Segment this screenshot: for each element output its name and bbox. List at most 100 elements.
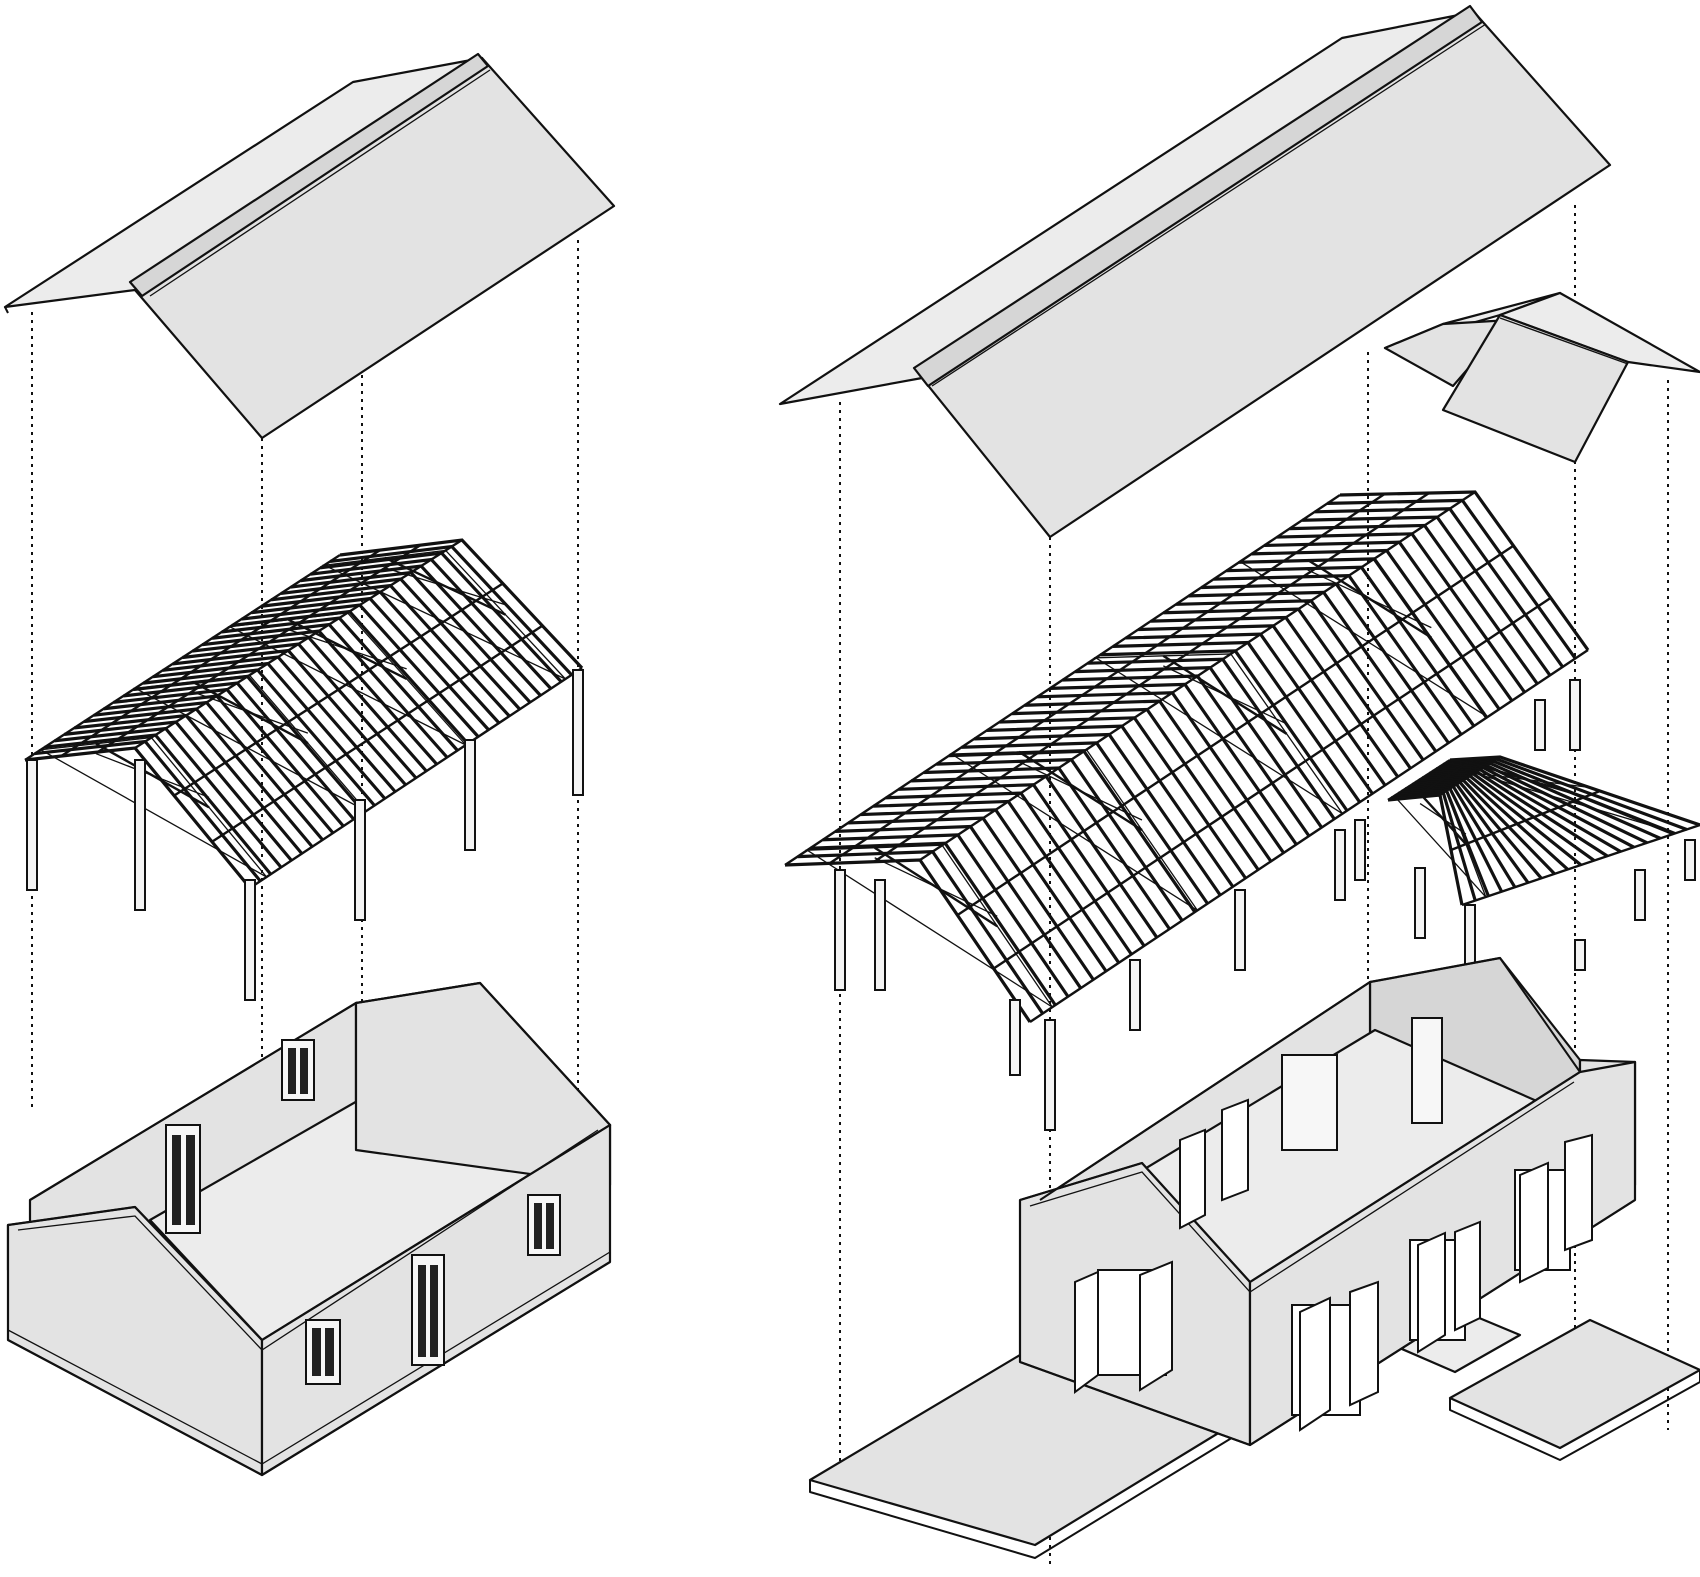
left-wall-inner-edge xyxy=(17,1129,599,1351)
door-leaf xyxy=(1564,1133,1593,1252)
post xyxy=(244,879,256,1001)
window-pane xyxy=(186,1135,195,1225)
left-wall-shell xyxy=(6,981,612,1477)
right-main-roof xyxy=(778,4,1612,539)
window-pane xyxy=(418,1265,426,1357)
left-window xyxy=(305,1319,341,1385)
ridge-beam xyxy=(919,490,1476,862)
post xyxy=(1574,939,1586,971)
truss-brace xyxy=(288,629,407,670)
left-roof-ridge-cap xyxy=(128,52,490,298)
ridge-line xyxy=(149,69,491,297)
left-window xyxy=(411,1254,445,1366)
post xyxy=(572,669,584,796)
eave-beam xyxy=(24,553,341,762)
truss-brace xyxy=(1307,569,1432,629)
post xyxy=(1044,1019,1056,1131)
purlin xyxy=(993,596,1552,970)
right-door xyxy=(1409,1220,1481,1354)
window-pane xyxy=(288,1048,296,1094)
left-window xyxy=(165,1124,201,1234)
purlin xyxy=(173,582,504,797)
truss xyxy=(1237,557,1489,718)
truss-brace xyxy=(1419,803,1467,835)
window-pane xyxy=(534,1203,542,1249)
truss xyxy=(949,748,1198,911)
door-leaf xyxy=(1454,1220,1481,1332)
eave-edge xyxy=(4,306,9,314)
window-pane xyxy=(172,1135,181,1225)
left-roof xyxy=(3,52,616,440)
right-wall-inner-edge xyxy=(1029,1081,1575,1293)
post xyxy=(1569,679,1581,751)
left-assembly xyxy=(3,52,616,1477)
post xyxy=(1684,839,1696,881)
post xyxy=(1354,819,1366,881)
door-leaf xyxy=(1139,1260,1173,1392)
purlin xyxy=(60,549,381,758)
door-leaf xyxy=(1349,1280,1379,1407)
post xyxy=(354,799,366,921)
left-wall-top-edge xyxy=(7,982,611,1341)
door-leaf xyxy=(1074,1270,1099,1394)
truss-brace xyxy=(874,857,998,917)
post xyxy=(1334,829,1346,901)
right-back-wall-opening xyxy=(1281,1054,1338,1151)
door-leaf xyxy=(1179,1128,1206,1230)
right-walls xyxy=(1018,956,1637,1447)
eave-beam xyxy=(1461,823,1700,907)
window-pane xyxy=(300,1048,308,1094)
ridge-line xyxy=(931,23,1487,387)
window-frame xyxy=(305,1319,341,1385)
purlin xyxy=(956,544,1515,917)
post xyxy=(1464,904,1476,966)
eave-beam xyxy=(249,666,583,890)
post xyxy=(26,759,38,891)
annex-roof-right-front xyxy=(1441,313,1630,464)
post xyxy=(1534,699,1546,751)
left-window xyxy=(527,1194,561,1256)
truss-brace xyxy=(1163,665,1287,725)
left-plinth-line xyxy=(7,1251,611,1465)
post xyxy=(134,759,146,911)
right-roof-ridge-cap xyxy=(912,4,1484,388)
purlin xyxy=(1450,789,1601,852)
door-leaf xyxy=(1519,1161,1549,1284)
right-annex-slab-edge xyxy=(1449,1370,1700,1461)
window-frame xyxy=(411,1254,445,1366)
purlin xyxy=(96,544,422,754)
door-leaf xyxy=(1221,1098,1249,1202)
purlin xyxy=(1413,757,1476,799)
left-base-edge xyxy=(7,1261,611,1476)
right-base-edge xyxy=(1019,1199,1636,1446)
right-wall-top-edge xyxy=(1019,957,1581,1283)
window-frame xyxy=(281,1039,315,1101)
right-annex-roof xyxy=(1383,291,1700,464)
purlin xyxy=(873,492,1430,863)
post xyxy=(1129,959,1141,1031)
right-timber-frame xyxy=(784,490,1590,1131)
right-assembly xyxy=(778,4,1700,1565)
right-door xyxy=(1291,1280,1379,1432)
right-door xyxy=(1074,1260,1173,1394)
window-pane xyxy=(312,1328,321,1376)
eave-beam xyxy=(1029,649,1589,1023)
window-pane xyxy=(546,1203,554,1249)
annex-ridge-line xyxy=(1499,317,1629,365)
window-pane xyxy=(430,1265,438,1357)
eave-beam xyxy=(784,494,1341,866)
post xyxy=(874,879,886,991)
post xyxy=(834,869,846,991)
purlin xyxy=(211,624,544,843)
truss-brace xyxy=(384,567,506,606)
window-frame xyxy=(527,1194,561,1256)
door-leaf xyxy=(1299,1296,1331,1432)
right-door xyxy=(1514,1133,1593,1284)
annex-timber-frame xyxy=(1387,755,1700,971)
window-pane xyxy=(325,1328,334,1376)
post xyxy=(464,739,476,851)
door-leaf xyxy=(1417,1231,1446,1354)
truss-brace xyxy=(1468,771,1586,788)
truss-brace xyxy=(1018,761,1143,821)
